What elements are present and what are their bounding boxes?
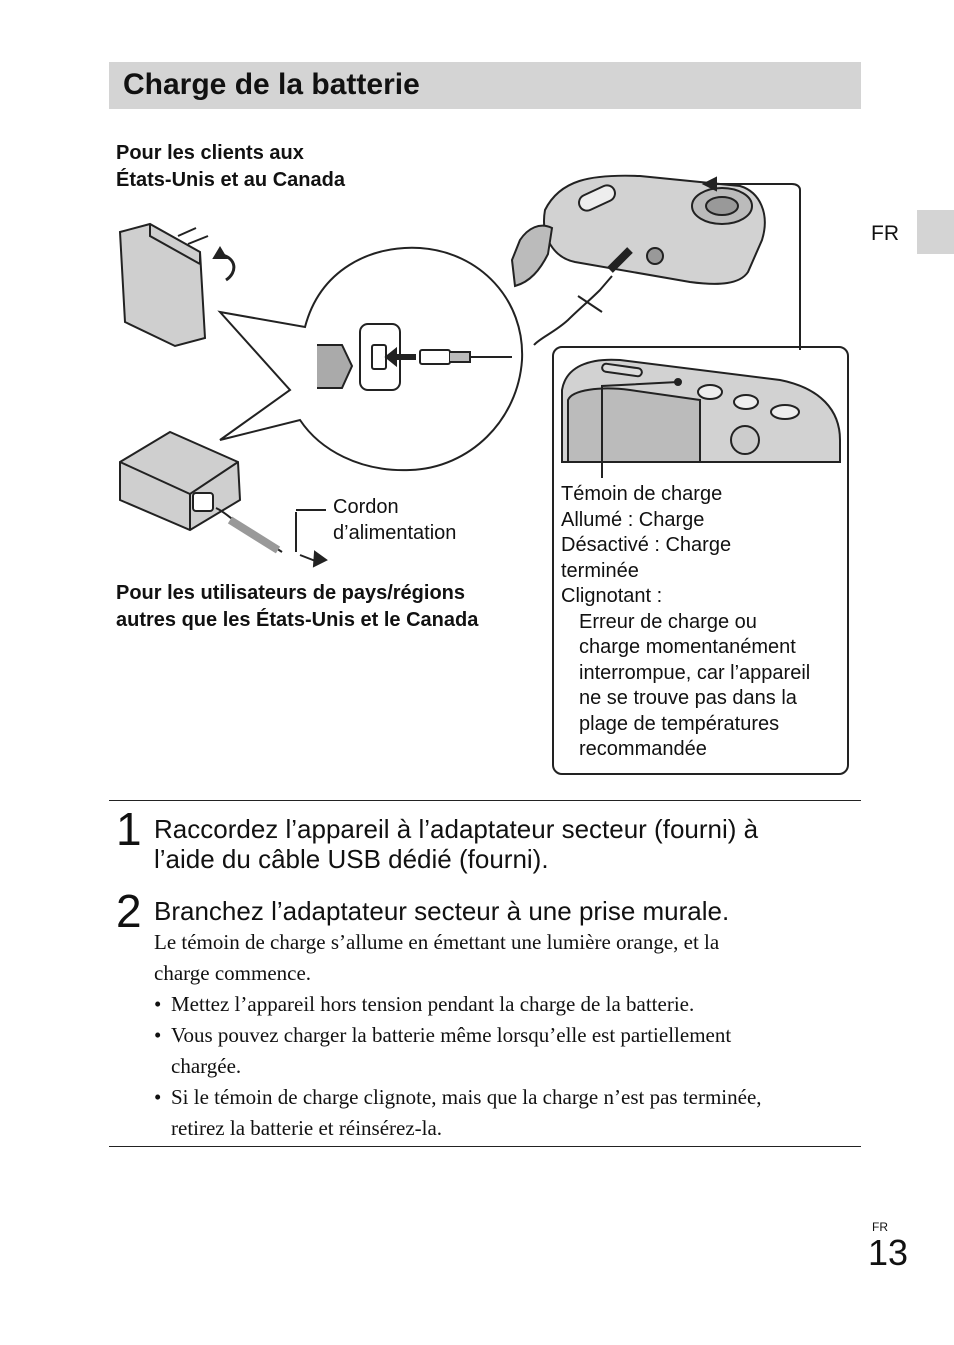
language-label: FR: [871, 222, 899, 245]
divider-top: [109, 800, 861, 801]
blink-detail-line: plage de températures: [579, 712, 780, 735]
us-wall-adapter: [118, 222, 236, 348]
bullet-mark: •: [154, 1023, 162, 1047]
step-1-number: 1: [116, 803, 142, 855]
other-caption: Pour les utilisateurs de pays/régions au…: [116, 580, 478, 634]
indicator-on: Allumé : Charge: [561, 508, 705, 531]
other-adapter: [119, 430, 328, 568]
cord-label-line1: Cordon: [333, 496, 399, 518]
blink-detail-line: Erreur de charge ou: [579, 610, 757, 633]
bullet-line: retirez la batterie et réinsérez-la.: [171, 1116, 443, 1140]
us-caption: Pour les clients aux États-Unis et au Ca…: [116, 140, 345, 194]
camera-body: [510, 174, 766, 288]
bullet-mark: •: [154, 1085, 162, 1109]
indicator-arrow-line: [701, 176, 801, 350]
page-number: 13: [868, 1232, 909, 1273]
step-2-title: Branchez l’adaptateur secteur à une pris…: [154, 896, 730, 926]
bullet-item: • Mettez l’appareil hors tension pendant…: [154, 989, 854, 1020]
step-1-line2: l’aide du câble USB dédié (fourni).: [154, 844, 549, 874]
blink-detail-line: charge momentanément: [579, 636, 796, 658]
us-caption-line2: États-Unis et au Canada: [116, 169, 345, 191]
us-caption-line1: Pour les clients aux: [116, 142, 304, 164]
usb-connector-detail: [317, 323, 512, 391]
language-tab: [917, 210, 954, 254]
section-title: Charge de la batterie: [123, 68, 420, 101]
divider-bottom: [109, 1146, 861, 1147]
indicator-title: Témoin de charge: [561, 483, 723, 505]
indicator-off-cont: terminée: [561, 559, 639, 582]
bullet-mark: •: [154, 992, 162, 1016]
indicator-blink-detail: Erreur de charge ou charge momentanément…: [561, 610, 810, 763]
charging-illustration: [118, 174, 841, 568]
other-caption-line1: Pour les utilisateurs de pays/régions: [116, 582, 466, 604]
cord-label: Cordon d’alimentation: [333, 494, 456, 546]
step-2-number: 2: [116, 885, 142, 937]
bullet-line: Mettez l’appareil hors tension pendant l…: [171, 992, 695, 1016]
step-2-body-line1: Le témoin de charge s’allume en émettant…: [154, 930, 720, 954]
usb-cable: [533, 247, 633, 346]
bullet-line: Si le témoin de charge clignote, mais qu…: [171, 1085, 762, 1109]
bullet-item: • Si le témoin de charge clignote, mais …: [154, 1082, 854, 1144]
step-1-line1: Raccordez l’appareil à l’adaptateur sect…: [154, 814, 759, 844]
page-lang: FR: [872, 1220, 888, 1234]
indicator-description: Témoin de charge Allumé : Charge Désacti…: [561, 482, 810, 763]
bullet-item: • Vous pouvez charger la batterie même l…: [154, 1020, 854, 1082]
step-2-body: Le témoin de charge s’allume en émettant…: [154, 927, 854, 1144]
step-2-body-line2: charge commence.: [154, 961, 312, 985]
cord-label-line2: d’alimentation: [333, 522, 457, 544]
bullet-line: chargée.: [171, 1054, 242, 1078]
indicator-off: Désactivé : Charge: [561, 534, 732, 556]
blink-detail-line: ne se trouve pas dans la: [579, 687, 797, 709]
indicator-blink: Clignotant :: [561, 585, 663, 607]
indicator-pointer-line: [601, 381, 679, 478]
indicator-callout-box: [552, 346, 849, 775]
section-title-bar: Charge de la batterie: [109, 62, 861, 109]
blink-detail-line: recommandée: [579, 738, 707, 760]
step-1-text: Raccordez l’appareil à l’adaptateur sect…: [154, 814, 758, 874]
blink-detail-line: interrompue, car l’appareil: [579, 661, 811, 684]
bullet-line: Vous pouvez charger la batterie même lor…: [171, 1023, 732, 1047]
other-caption-line2: autres que les États-Unis et le Canada: [116, 609, 479, 631]
